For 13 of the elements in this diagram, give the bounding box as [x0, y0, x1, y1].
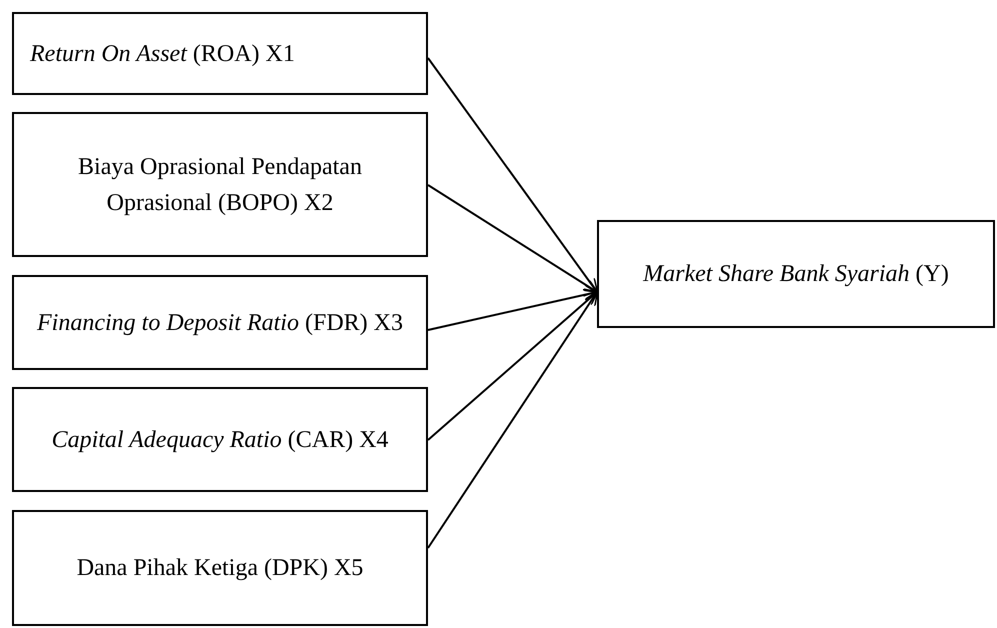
variable-box	[12, 112, 428, 257]
variable-box	[12, 12, 428, 95]
variable-label: Market Share Bank Syariah (Y)	[643, 260, 949, 289]
variable-box	[597, 220, 995, 328]
variable-label: Biaya Oprasional Pendapatan Oprasional (BOPO) X2	[77, 152, 363, 218]
arrow	[427, 184, 599, 294]
variable-box	[12, 275, 428, 370]
variable-label: Capital Adequacy Ratio (CAR) X4	[52, 426, 388, 454]
variable-box	[12, 387, 428, 492]
variable-box	[12, 510, 428, 626]
variable-label: Dana Pihak Ketiga (DPK) X5	[76, 554, 364, 583]
variable-label: Financing to Deposit Ratio (FDR) X3	[37, 308, 403, 338]
variable-label: Return On Asset (ROA) X1	[30, 40, 295, 68]
